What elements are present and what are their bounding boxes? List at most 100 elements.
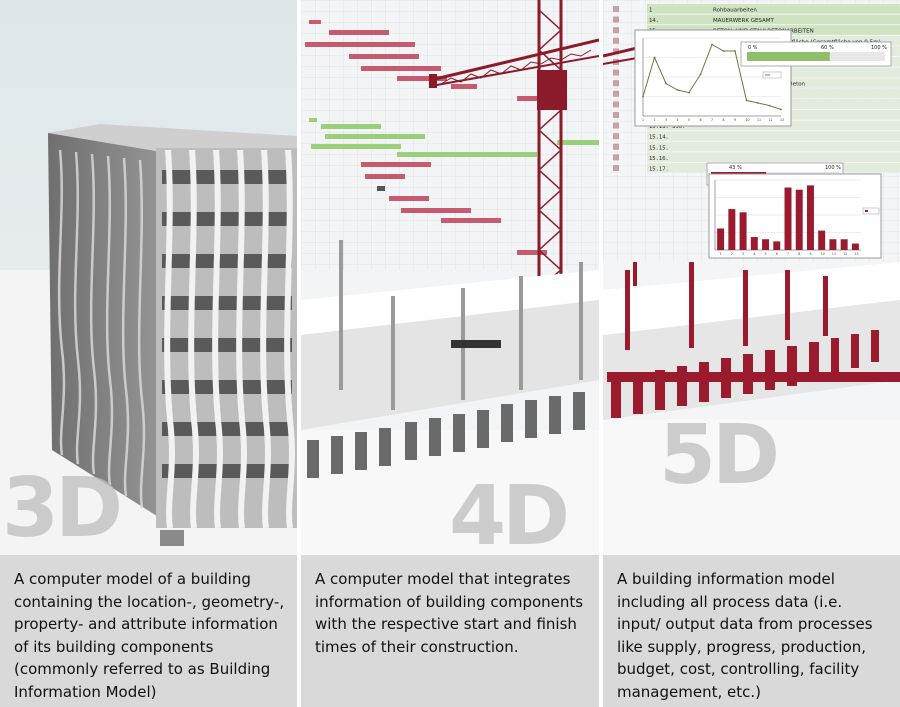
row-marker-icon [613,154,619,161]
line-chart-tick-label: 10 [746,118,750,122]
line-chart-point [745,99,748,102]
bar-chart-tick-label: 8 [798,252,800,256]
cost-row-bg [647,4,900,14]
panel-4d: 4D A computer model that integrates info… [301,0,599,707]
bar-chart-tick-label: 12 [843,252,847,256]
bar-chart-tick-label: 7 [787,252,789,256]
tower-crane [430,0,599,289]
cost-row-text: Rohbauarbeiten [713,8,757,14]
line-chart-point [642,95,644,98]
cost-row-position: 15.13. 390. [649,124,685,130]
cost-row-position: 15.14. [649,135,669,141]
row-marker-icon [613,16,619,23]
row-marker-icon [613,101,619,108]
row-marker-icon [613,69,619,76]
line-chart-point [768,104,771,107]
bar-chart-legend-swatch [865,210,868,212]
bar-chart-legend [862,207,880,215]
cost-table-row: 14. MAUERWERK GESAMT [613,14,900,25]
bar-chart-bar [795,189,803,250]
cost-row-position: 15.15. [649,145,669,151]
dimension-label-4d: 4D [449,469,570,564]
progress-2-label-1: 100 % [825,165,841,171]
line-chart-tick-label: 4 [677,118,679,122]
gantt-bars [305,20,599,255]
progress-fill-1 [747,52,830,61]
bar-chart-bar [717,228,725,250]
cost-row-position: 14. [649,18,659,24]
bar-chart-tick-label: 10 [821,252,825,256]
cost-table-row: 15.15. [613,141,900,152]
bar-chart-bar [840,239,848,250]
panel-3d: 3D A computer model of a building contai… [0,0,297,707]
line-chart-point [688,91,690,94]
line-chart-point [699,73,702,76]
line-chart-tick-label: 3 [665,118,667,122]
bar-chart-bar [851,243,859,250]
scene-3d [0,0,297,555]
cost-row-bg [647,14,900,25]
cost-table-row: 15.14. [613,131,900,141]
row-marker-icon [613,122,619,129]
line-chart-point [734,50,736,52]
bar-chart-bar [773,241,781,250]
line-chart-point [780,108,782,111]
line-chart-tick-label: 7 [711,118,713,122]
bar-chart-tick-label: 9 [809,252,811,256]
progress-bar-1: 0 % 60 % 100 % [740,41,892,67]
progress-1-label-0: 0 % [748,45,758,51]
cost-row-bg [647,152,900,162]
row-marker-icon [613,6,619,12]
progress-1-label-2: 100 % [871,45,887,51]
line-chart-tick-label: 6 [700,118,702,122]
bar-chart-tick-label: 11 [832,252,836,256]
building-3d-illustration [0,0,297,555]
caption-5d: A building information model including a… [603,555,900,707]
line-chart-tick-label: 2 [654,118,656,122]
bar-chart-bar [829,239,837,250]
bar-chart-bar [739,212,747,250]
row-marker-icon [613,27,619,34]
line-chart-point [653,56,656,59]
bar-chart-bar [784,187,792,250]
line-chart-tick-label: 8 [723,118,725,122]
red-structure [607,262,900,418]
line-chart-point [757,102,759,104]
line-chart-tick-label: 1 [642,118,644,122]
cost-row-position: 15.16. [649,156,669,162]
dimension-label-5d: 5D [659,408,780,503]
bar-chart-tick-label: 3 [742,252,744,256]
line-chart-tick-label: 11 [757,118,761,122]
row-marker-icon [613,133,619,140]
cost-row-text: MAUERWERK GESAMT [713,18,775,24]
bar-chart-bar [762,239,770,250]
line-chart-point [665,82,667,85]
bar-chart-tick-label: 4 [753,252,755,256]
bar-chart-tick-label: 6 [776,252,778,256]
bar-chart-tick-label: 13 [854,252,858,256]
row-marker-icon [613,165,619,171]
row-marker-icon [613,143,619,150]
line-chart-tick-label: 9 [734,118,736,122]
bar-chart-bar [728,209,736,250]
crane-cab [537,70,567,110]
line-chart-point [711,43,713,46]
caption-3d: A computer model of a building containin… [0,555,297,707]
cost-table-row: 1 Rohbauarbeiten [613,4,900,14]
cost-row-position: 1 [649,8,652,14]
bar-chart-bar [818,230,826,250]
cost-table-row: 15.16. [613,152,900,162]
line-chart-tick-label: 12 [769,118,773,122]
cost-row-bg [647,141,900,152]
caption-4d: A computer model that integrates informa… [301,555,599,707]
bar-chart-bar [806,185,814,250]
cost-row-bg [647,131,900,141]
line-chart-tick-label: 13 [780,118,784,122]
gantt-crane-illustration [301,0,599,555]
bar-chart-bar [750,237,758,250]
